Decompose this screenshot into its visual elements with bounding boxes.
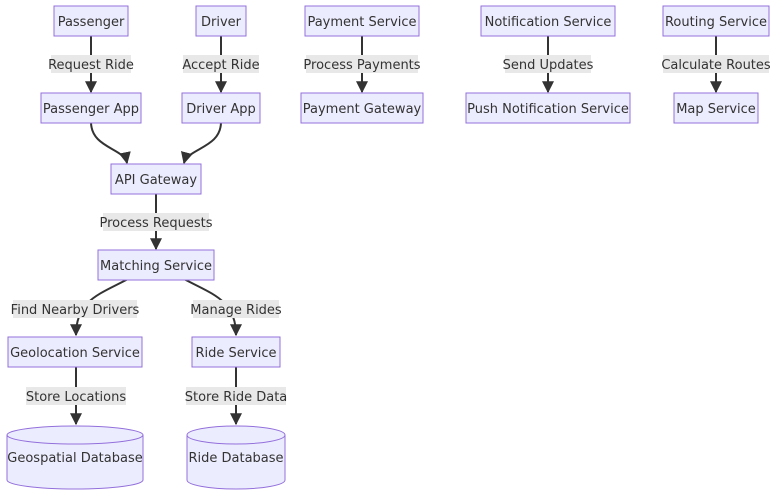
node-label: Notification Service xyxy=(485,15,612,30)
node-payment-service[interactable]: Payment Service xyxy=(304,5,420,37)
node-push-notification-service[interactable]: Push Notification Service xyxy=(465,92,631,124)
node-label: Driver xyxy=(201,15,242,30)
node-box xyxy=(300,92,424,124)
edge-label-manage-rides: Manage Rides xyxy=(190,303,282,318)
node-map-service[interactable]: Map Service xyxy=(673,92,759,124)
edge-label-bg xyxy=(103,213,209,231)
cylinder-top-rim xyxy=(186,434,286,445)
edge-label-process-requests: Process Requests xyxy=(99,216,212,231)
node-label: Ride Database xyxy=(188,451,283,466)
node-label: Payment Service xyxy=(307,15,416,30)
edge-label-bg xyxy=(505,55,591,73)
node-box xyxy=(195,5,247,37)
edge-label-store-locations: Store Locations xyxy=(26,390,126,405)
node-passenger-app[interactable]: Passenger App xyxy=(40,92,142,124)
edge-label-bg xyxy=(186,387,286,405)
edge-label-bg xyxy=(26,387,126,405)
node-label: Passenger xyxy=(58,15,125,30)
node-matching-service[interactable]: Matching Service xyxy=(97,249,215,281)
node-payment-gateway[interactable]: Payment Gateway xyxy=(300,92,424,124)
edge-matching-to-ride-service xyxy=(183,278,242,337)
node-geospatial-database[interactable]: Geospatial Database xyxy=(6,425,144,490)
edge-labels: Request Ride Accept Ride Process Payment… xyxy=(11,55,771,405)
node-label: Matching Service xyxy=(100,259,212,274)
node-ride-database[interactable]: Ride Database xyxy=(186,425,286,490)
edge-label-calculate-routes: Calculate Routes xyxy=(661,58,771,73)
edge-label-bg xyxy=(51,55,131,73)
edge-label-store-ride-data: Store Ride Data xyxy=(185,390,288,405)
node-driver-app[interactable]: Driver App xyxy=(181,92,261,124)
node-box xyxy=(110,163,202,195)
edge-label-bg xyxy=(193,300,279,318)
node-box xyxy=(40,92,142,124)
edge-driver-app-to-api-gateway xyxy=(181,121,222,165)
node-api-gateway[interactable]: API Gateway xyxy=(110,163,202,195)
edge-label-bg xyxy=(13,300,137,318)
node-passenger[interactable]: Passenger xyxy=(53,5,129,37)
edge-label-bg xyxy=(663,55,769,73)
node-driver[interactable]: Driver xyxy=(195,5,247,37)
edge-label-request-ride: Request Ride xyxy=(48,58,134,73)
node-box xyxy=(662,5,770,37)
edge-matching-to-geolocation xyxy=(70,278,129,337)
node-label: Push Notification Service xyxy=(467,102,629,117)
node-box xyxy=(673,92,759,124)
node-routing-service[interactable]: Routing Service xyxy=(662,5,770,37)
node-label: Geospatial Database xyxy=(7,451,142,466)
node-box xyxy=(181,92,261,124)
edge-label-accept-ride: Accept Ride xyxy=(182,58,259,73)
node-label: API Gateway xyxy=(115,173,197,188)
nodes: Passenger Driver Payment Service Notific… xyxy=(6,5,770,490)
node-box xyxy=(191,336,281,368)
node-label: Payment Gateway xyxy=(303,102,422,117)
cylinder-top-rim xyxy=(6,434,144,445)
edge-label-bg xyxy=(183,55,259,73)
node-label: Ride Service xyxy=(195,346,276,361)
node-notification-service[interactable]: Notification Service xyxy=(480,5,616,37)
edge-label-bg xyxy=(306,55,418,73)
node-box xyxy=(7,336,143,368)
node-box xyxy=(480,5,616,37)
node-box xyxy=(304,5,420,37)
node-label: Routing Service xyxy=(665,15,767,30)
node-label: Geolocation Service xyxy=(10,346,140,361)
node-geolocation-service[interactable]: Geolocation Service xyxy=(7,336,143,368)
node-label: Passenger App xyxy=(43,102,139,117)
edge-passenger-app-to-api-gateway xyxy=(90,121,131,165)
node-ride-service[interactable]: Ride Service xyxy=(191,336,281,368)
edge-label-process-payments: Process Payments xyxy=(303,58,420,73)
node-label: Driver App xyxy=(186,102,256,117)
edge-label-send-updates: Send Updates xyxy=(503,58,594,73)
node-box xyxy=(97,249,215,281)
edge-label-find-nearby-drivers: Find Nearby Drivers xyxy=(11,303,140,318)
node-label: Map Service xyxy=(676,102,756,117)
node-box xyxy=(465,92,631,124)
node-box xyxy=(53,5,129,37)
